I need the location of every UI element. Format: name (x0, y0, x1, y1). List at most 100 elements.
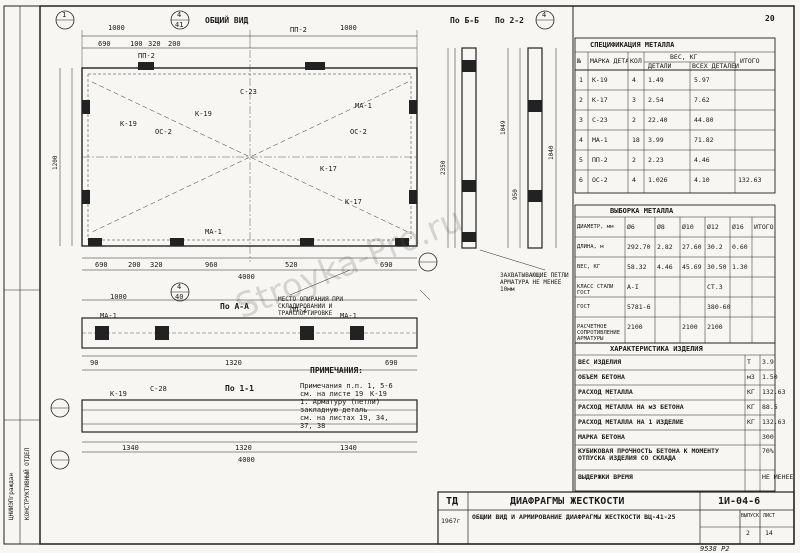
sample-cell: 2.82 (657, 244, 673, 251)
mark-pp2-b: ПП-2 (290, 26, 307, 34)
sample-cell: 30.2 (707, 244, 723, 251)
sample-title: ВЫБОРКА МЕТАЛЛА (610, 207, 674, 215)
mark-k19-a: К-19 (120, 120, 137, 128)
sample-cell: ДИАМЕТР, мм (577, 224, 614, 230)
char-cell: МАРКА БЕТОНА (578, 434, 625, 441)
spec-cell: 22.40 (648, 117, 668, 124)
dim-h-2350: 2350 (440, 160, 447, 175)
char-cell: КГ (747, 404, 755, 411)
char-cell: КГ (747, 419, 755, 426)
callout-1: 1 (62, 11, 67, 19)
tb-issue-label: ВЫПУСК (741, 513, 760, 519)
char-cell: Т (747, 359, 751, 366)
dim-h-1049: 1049 (500, 120, 507, 135)
note-line: 37, 38 (300, 422, 326, 430)
tb-type: ТД (446, 496, 459, 507)
view-bb-title: По Б-Б (450, 16, 479, 25)
sample-cell: 5781-61 (627, 304, 651, 311)
sample-cell: СТ.3 (707, 284, 723, 291)
spec-h-no: № (577, 58, 581, 65)
dim-total-4000: 4000 (238, 273, 255, 281)
spec-cell: 7.62 (694, 97, 710, 104)
spec-title: СПЕЦИФИКАЦИЯ МЕТАЛЛА (590, 41, 675, 49)
dim-top-100: 100 (130, 40, 143, 48)
spec-cell: К-17 (592, 97, 608, 104)
spec-cell: 1.49 (648, 77, 664, 84)
tb-issue: 2 (746, 530, 750, 537)
notes-list: Примечания п.п. 1, 5-6 см. на листе 19 1… (300, 382, 393, 430)
sheet-number: 20 (765, 14, 775, 23)
dept-name: КОНСТРУКТИВНЫЙ ОТДЕЛ (24, 447, 31, 520)
dim-11-4000: 4000 (238, 456, 255, 464)
sample-cell: Ø6 (627, 224, 635, 231)
spec-cell: 44.80 (694, 117, 714, 124)
mark-os2-a: ОС-2 (155, 128, 172, 136)
char-cell: ОБЪЕМ БЕТОНА (578, 374, 625, 381)
spec-cell: 2 (579, 97, 583, 104)
char-cell: 132.63 (762, 389, 786, 396)
sample-cell: 292.70 (627, 244, 651, 251)
spec-cell: 6 (579, 177, 583, 184)
char-cell: РАСХОД МЕТАЛЛА НА 1 ИЗДЕЛИЕ (578, 419, 684, 426)
sample-cell: Ø10 (682, 224, 694, 231)
view-11-title: По 1-1 (225, 384, 254, 393)
spec-h-qty: КОЛ (630, 58, 642, 65)
char-cell: КГ (747, 389, 755, 396)
char-cell: 3.9 (762, 359, 774, 366)
sample-cell: КЛАСС СТАЛИ ГОСТ (577, 284, 614, 296)
dim-bot-690b: 690 (380, 261, 393, 269)
dim-11-1340a: 1340 (122, 444, 139, 452)
spec-h-all: ВСЕХ ДЕТАЛЕЙ (692, 63, 739, 70)
sample-cell: РАСЧЕТНОЕ СОПРОТИВЛЕНИЕ АРМАТУРЫ (577, 324, 621, 342)
view-22-title: По 2-2 (495, 16, 524, 25)
sample-cell: Ø8 (657, 224, 665, 231)
dim-top-200: 200 (168, 40, 181, 48)
spec-cell: 71.82 (694, 137, 714, 144)
spec-h-weight: ВЕС, КГ (670, 54, 698, 61)
dim-bot-200a: 200 (128, 261, 141, 269)
mark-k19-b: К-19 (195, 110, 212, 118)
sample-cell: 58.32 (627, 264, 647, 271)
spec-h-mark: МАРКА ДЕТАЛЕЙ (590, 58, 628, 65)
view-aa-title: По А-А (220, 302, 249, 311)
spec-cell: МА-1 (592, 137, 608, 144)
note-line: Примечания п.п. 1, 5-6 (300, 382, 393, 390)
mark-ma1-b: МА-1 (205, 228, 222, 236)
mark-ma1-aa: МА-1 (100, 312, 117, 320)
char-cell: 70% (762, 448, 774, 455)
sample-cell: А-I (627, 284, 639, 291)
note-mount: МЕСТО ОПИРАНИЯ ПРИ СКЛАДИРОВАНИИ И ТРАНС… (278, 296, 344, 317)
spec-cell: 3 (579, 117, 583, 124)
sample-cell: 2100 (682, 324, 698, 331)
spec-cell: 4 (579, 137, 583, 144)
spec-cell: 1.026 (648, 177, 668, 184)
note-line: см. на листе 19 (300, 390, 364, 398)
char-cell: 88.5 (762, 404, 778, 411)
char-cell: РАСХОД МЕТАЛЛА НА м3 БЕТОНА (578, 404, 684, 411)
sample-cell: 30.50 (707, 264, 727, 271)
mark-pp2-a: ПП-2 (138, 52, 155, 60)
spec-cell: К-19 (592, 77, 608, 84)
mark-c23: С-23 (240, 88, 257, 96)
char-cell: 132.63 (762, 419, 786, 426)
dim-aa-1000: 1000 (110, 293, 127, 301)
tb-sheet: 14 (765, 530, 773, 537)
mark-k17: К-17 (320, 165, 337, 173)
spec-cell: 132.63 (738, 177, 762, 184)
spec-h-total: ИТОГО (740, 58, 760, 65)
char-title: ХАРАКТЕРИСТИКА ИЗДЕЛИЯ (610, 345, 703, 353)
spec-cell: 4 (632, 77, 636, 84)
sample-cell: 2100 (627, 324, 643, 331)
spec-h-part: ДЕТАЛИ (648, 63, 672, 70)
tb-product: ДИАФРАГМЫ ЖЕСТКОСТИ (510, 496, 625, 507)
sample-cell: ИТОГО (754, 224, 774, 231)
dim-aa-90: 90 (90, 359, 99, 367)
note-line: см. на листах 19, 34, (300, 414, 389, 422)
tb-code: 1И-04-6 (718, 496, 761, 507)
note-line: закладную деталь (300, 406, 368, 414)
dim-bot-520: 520 (285, 261, 298, 269)
callout-40: 40 (175, 293, 184, 301)
spec-cell: 2 (632, 117, 636, 124)
mark-k17-b: К-17 (345, 198, 362, 206)
